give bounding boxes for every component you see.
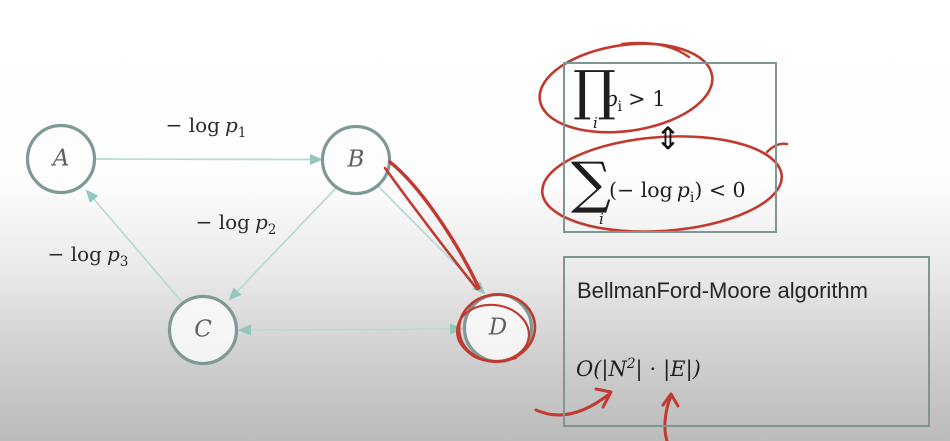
- complexity-exponent: 2: [626, 356, 636, 372]
- sum-operator: ∑: [571, 151, 611, 216]
- node-label-c: C: [194, 316, 212, 343]
- node-label-d: D: [488, 314, 508, 341]
- node-b-circle: [320, 124, 392, 196]
- sum-open: (− log: [609, 178, 673, 202]
- sum-var: p: [676, 178, 690, 202]
- product-var-sub: i: [617, 99, 623, 116]
- pen-stroke-b-d-2: [383, 166, 479, 291]
- node-label-a: A: [52, 145, 70, 172]
- edge-label-sub: 1: [237, 125, 247, 141]
- pen-arrow-e: [663, 394, 673, 441]
- edge-label-var: p: [254, 210, 268, 234]
- node-a-circle: [25, 123, 97, 195]
- edge-label-prefix: − log: [47, 242, 102, 266]
- complexity-formula: O(|N2| ⋅ |E|): [576, 356, 701, 381]
- pen-arrow-e-head: [661, 392, 680, 408]
- pen-circle-d-3: [459, 340, 518, 363]
- product-operator: ∏: [573, 59, 616, 122]
- sum-var-sub: i: [689, 190, 695, 207]
- product-formula: pi > 1: [604, 87, 666, 115]
- product-operator-sub: i: [593, 114, 598, 132]
- algorithm-box: BellmanFord-Moore algorithm O(|N2| ⋅ |E|…: [563, 256, 930, 427]
- pen-arrow-n-squared-head: [594, 387, 613, 409]
- edge-label-prefix: − log: [165, 113, 220, 137]
- edge-label-sub: 2: [267, 222, 277, 238]
- pen-ellipse-product-hook: [620, 41, 691, 59]
- sum-close: ) < 0: [694, 178, 746, 202]
- pen-arrow-n-squared: [534, 393, 610, 417]
- pen-ellipse-product: [538, 42, 714, 134]
- node-label-b: B: [347, 146, 365, 173]
- edge-label-var: p: [224, 113, 238, 137]
- pen-ellipse-sum: [540, 135, 784, 233]
- product-var: p: [604, 87, 618, 111]
- edge-c-a: [85, 189, 183, 303]
- edge-a-b: [94, 153, 323, 165]
- equivalence-arrow-icon: ⇕: [655, 121, 681, 157]
- node-c-circle: [167, 294, 239, 366]
- edge-label-sub: 3: [119, 254, 129, 270]
- sum-operator-sub: i: [599, 210, 604, 228]
- pen-stroke-b-d: [388, 160, 481, 290]
- edge-label-prefix: − log: [195, 210, 250, 234]
- product-relation: > 1: [628, 87, 666, 111]
- pen-ellipse-sum-tail: [765, 142, 789, 154]
- complexity-close: | ⋅ |E|): [635, 357, 701, 381]
- edge-c-d-bidirectional: [238, 323, 463, 336]
- algorithm-title: BellmanFord-Moore algorithm: [577, 278, 868, 303]
- complexity-open: O(|N: [576, 357, 627, 381]
- edge-label-var: p: [106, 242, 120, 266]
- edge-b-c: [228, 186, 338, 301]
